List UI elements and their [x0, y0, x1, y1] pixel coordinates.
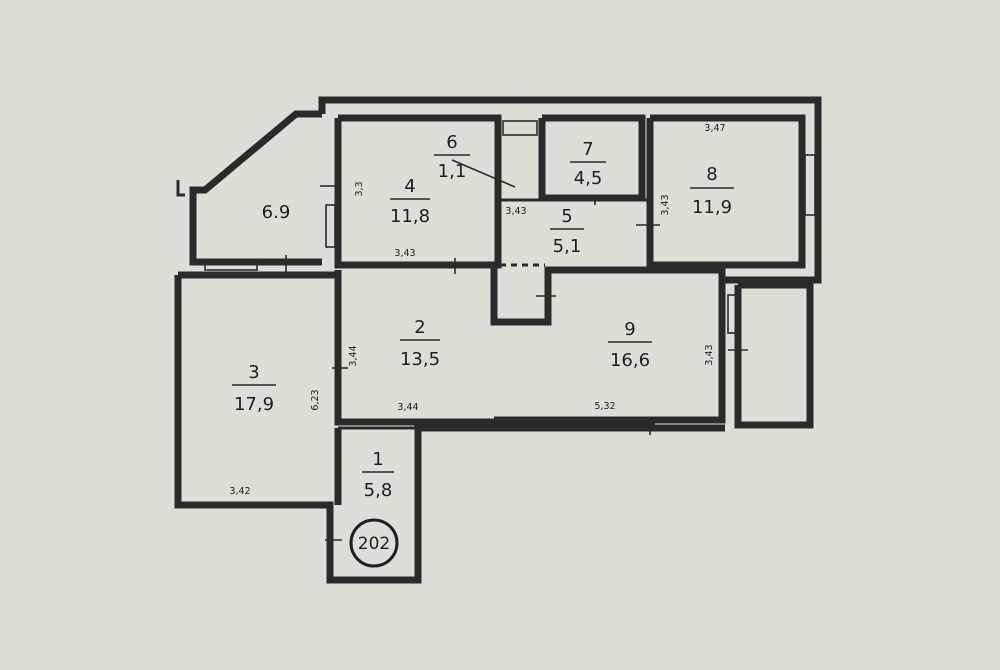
room-area: 4,5: [574, 168, 603, 189]
room-number: 5: [561, 206, 572, 227]
room-4: 4 11,8: [390, 176, 430, 227]
closet-top: [502, 120, 538, 136]
dim-room4-height: 3,3: [354, 181, 365, 196]
loggia-right-walls: [734, 281, 814, 429]
room-7: 7 4,5: [570, 139, 606, 189]
balcony-walls: [189, 110, 322, 266]
room-number: 9: [624, 319, 635, 340]
room-area: 1,1: [438, 161, 467, 182]
room-5: 5 5,1: [550, 206, 584, 257]
room-area: 13,5: [400, 349, 440, 370]
window-room9: [727, 294, 737, 334]
window-room8: [804, 154, 816, 216]
room-number: 8: [706, 164, 717, 185]
room-area: 5,1: [553, 236, 582, 257]
outer-wall-bottom: [174, 275, 725, 584]
room-area: 5,8: [364, 480, 393, 501]
room-2: 2 13,5: [400, 317, 440, 370]
dim-room2-width: 3,44: [397, 402, 418, 413]
dim-room4-width: 3,43: [394, 248, 415, 259]
balcony: 6.9: [262, 202, 291, 223]
room-area: 16,6: [610, 350, 650, 371]
room-number: 4: [404, 176, 415, 197]
room-number: 3: [248, 362, 259, 383]
dim-room9-width: 5,32: [594, 401, 615, 412]
dim-room6-width: 3,43: [505, 206, 526, 217]
dimensions: 3,3 3,43 3,43 3,47 3,43 6,23 3,42 3,44 3…: [229, 123, 725, 497]
dim-room9-height: 3,43: [704, 344, 715, 365]
room-number: 6: [446, 132, 457, 153]
window-balcony: [204, 261, 258, 271]
room-3: 3 17,9: [232, 362, 276, 415]
dim-room3-height: 6,23: [310, 389, 321, 410]
dim-room8-height: 3,43: [660, 194, 671, 215]
room-area: 11,9: [692, 197, 732, 218]
window-room4: [325, 204, 336, 248]
apartment-number-badge: 202: [349, 518, 399, 568]
apartment-number: 202: [358, 534, 390, 554]
balcony-corner: [176, 180, 185, 197]
room6-leader-line: [451, 159, 516, 188]
room-area: 17,9: [234, 394, 274, 415]
room-9: 9 16,6: [608, 319, 652, 371]
room-number: 7: [582, 139, 593, 160]
room9-walls: [490, 265, 726, 424]
room7-walls: [538, 114, 646, 202]
room8-walls: [646, 114, 806, 269]
balcony-area: 6.9: [262, 202, 291, 223]
walls: [174, 96, 822, 584]
room-8: 8 11,9: [690, 164, 734, 218]
room-number: 2: [414, 317, 425, 338]
dim-room8-width: 3,47: [704, 123, 725, 134]
dim-room2-height: 3,44: [348, 345, 359, 366]
room-area: 11,8: [390, 206, 430, 227]
room-number: 1: [372, 449, 383, 470]
room-6: 6 1,1: [434, 132, 470, 182]
outer-wall-top-right: [318, 96, 822, 284]
room4-walls: [334, 114, 502, 269]
dim-room3-width: 3,42: [229, 486, 250, 497]
room-1: 1 5,8: [362, 449, 394, 501]
